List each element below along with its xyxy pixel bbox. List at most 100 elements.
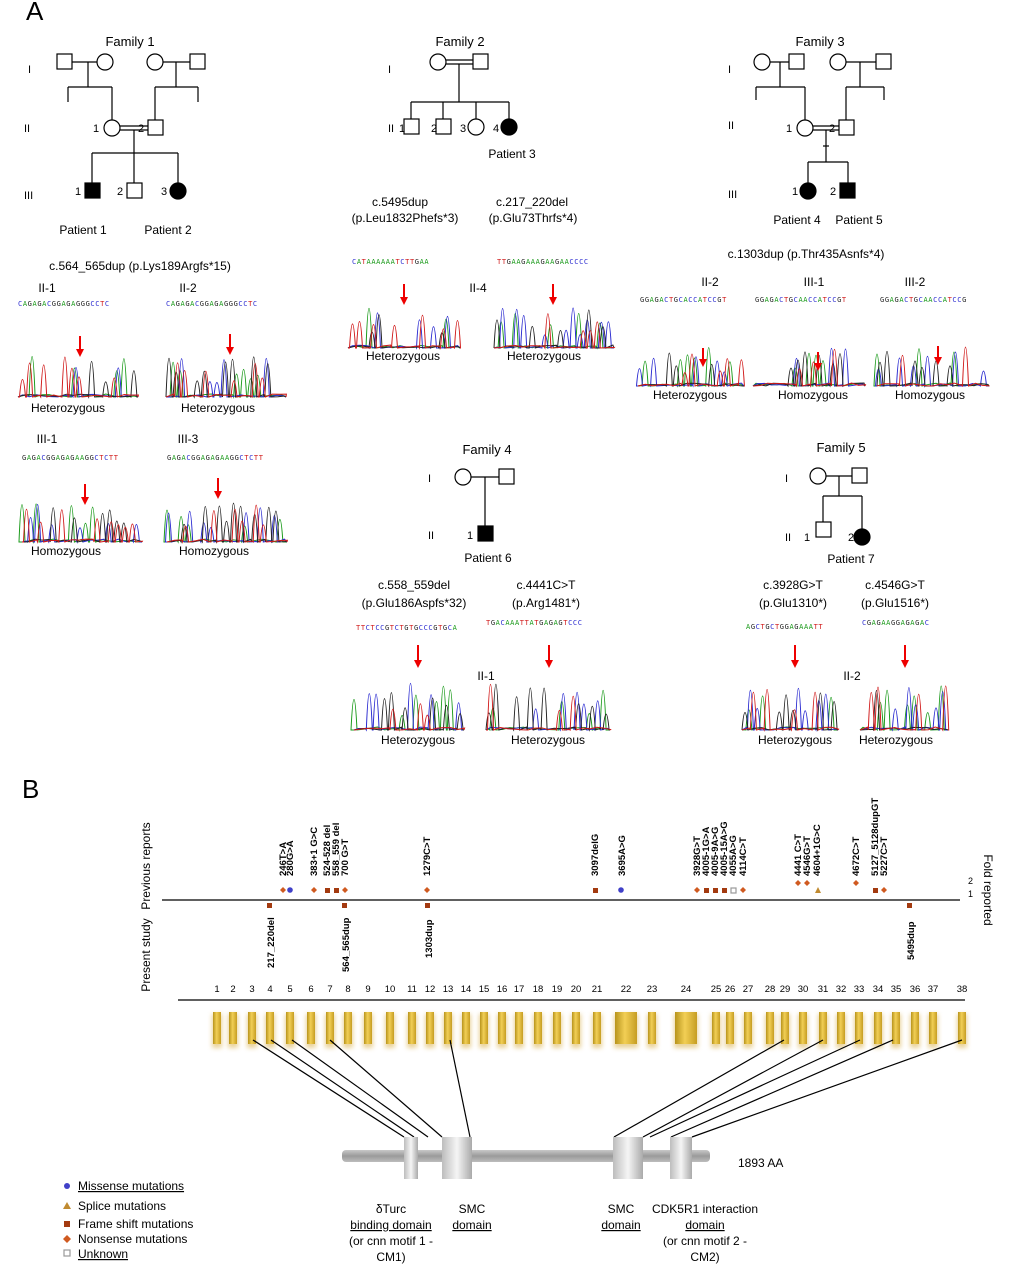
fold-reported-label: Fold reported: [981, 854, 995, 925]
chromatogram-trace: [21, 507, 143, 543]
svg-text:2: 2: [829, 123, 835, 135]
marker-m12: [713, 888, 718, 893]
svg-text:II: II: [728, 120, 734, 132]
exon-label: 14: [461, 984, 472, 995]
chromatogram-trace: [873, 348, 990, 387]
chromatogram-trace: [635, 356, 745, 388]
svg-text:3: 3: [161, 186, 167, 198]
exon-box: [248, 1012, 256, 1044]
marker-m19: [853, 880, 859, 886]
exon-box: [213, 1012, 221, 1044]
mutation-m8: 3097delG: [590, 834, 601, 876]
svg-text:II: II: [428, 530, 434, 542]
exon-label: 19: [552, 984, 563, 995]
patient-7-label: Patient 7: [827, 552, 875, 566]
svg-text:c.5495dup: c.5495dup: [372, 195, 428, 209]
legend-splice: Splice mutations: [78, 1199, 166, 1213]
svg-text:GAGACGGAGAGAAGGCTCTT: GAGACGGAGAGAAGGCTCTT: [167, 454, 264, 462]
mutation-m17: 4546G>T: [802, 836, 813, 876]
svg-text:III-3: III-3: [178, 432, 199, 446]
chromatogram-trace: [859, 685, 950, 732]
chromatogram-trace: [18, 356, 140, 399]
exon-label: 10: [385, 984, 396, 995]
gen-label-i: I: [28, 64, 31, 76]
chromatogram-trace: [752, 352, 866, 387]
svg-text:(p.Glu186Aspfs*32): (p.Glu186Aspfs*32): [362, 596, 467, 610]
f3-trace-iii2: III-2 GGAGACTGCAACCATCCG Homozygous: [873, 275, 990, 402]
svg-text:GAGACGGAGAGAAGGCTCTT: GAGACGGAGAGAAGGCTCTT: [22, 454, 119, 462]
svg-text:Family 3: Family 3: [795, 34, 844, 49]
previous-reports-label: Previous reports: [139, 822, 153, 909]
exon-box: [286, 1012, 294, 1044]
chromatogram-trace: [741, 689, 840, 732]
svg-text:I: I: [728, 64, 731, 76]
exon-label: 2: [230, 984, 235, 995]
svg-text:c.4441C>T: c.4441C>T: [516, 578, 576, 592]
svg-text:CAGAGACGGAGAGGGCCTC: CAGAGACGGAGAGGGCCTC: [166, 300, 258, 308]
svg-text:1: 1: [467, 530, 473, 542]
marker-m13: [722, 888, 727, 893]
mutation-m11: 4005-1G>A: [701, 826, 712, 876]
legend-unknown-icon: [63, 1249, 71, 1257]
exon-box: [326, 1012, 334, 1044]
svg-text:1: 1: [75, 186, 81, 198]
mutation-m5: 558_559 del: [331, 823, 342, 876]
legend-nonsense-icon: [63, 1235, 71, 1243]
chromatogram-trace: [347, 312, 461, 350]
mutation-m4: 524-528 del: [322, 825, 333, 876]
chromatogram: [485, 683, 612, 732]
chromatogram-trace: [752, 348, 867, 388]
exon-box: [781, 1012, 789, 1044]
svg-text:Homozygous: Homozygous: [778, 388, 848, 402]
exon-box: [874, 1012, 882, 1044]
exon-label: 31: [818, 984, 829, 995]
exon-label: 36: [910, 984, 921, 995]
family-4-pedigree: Family 4 I II 1 Patient 6 c.558_559del (…: [362, 442, 580, 683]
family-1-variant: c.564_565dup (p.Lys189Argfs*15): [49, 259, 231, 273]
svg-text:c.4546G>T: c.4546G>T: [865, 578, 925, 592]
exon-box: [364, 1012, 372, 1044]
chromatogram-trace: [741, 688, 839, 732]
family-3-pedigree: Family 3 I II 1 2 III 1 2 Patient 4: [728, 34, 892, 261]
svg-text:I: I: [785, 473, 788, 485]
f1-trace-iii1: III-1 GAGACGGAGAGAAGGCTCTT Homozygous: [18, 432, 144, 558]
svg-text:I: I: [388, 64, 391, 76]
exon-box: [911, 1012, 919, 1044]
chromatogram-trace: [493, 313, 615, 350]
chromatogram: [873, 346, 990, 388]
svg-text:GGAGACTGCAACCATCCGT: GGAGACTGCAACCATCCGT: [755, 296, 847, 304]
marker-p4: [907, 903, 912, 908]
svg-text:domain: domain: [601, 1218, 640, 1232]
exon-label: 23: [647, 984, 658, 995]
marker-m4: [325, 888, 330, 893]
svg-text:2: 2: [830, 186, 836, 198]
f1-trace-ii2: II-2 CAGAGACGGAGAGGGCCTC Heterozygous: [165, 281, 287, 415]
legend-splice-icon: [63, 1202, 71, 1209]
mutation-m14: 4055A>G: [728, 835, 739, 876]
exon-label: 21: [592, 984, 603, 995]
chromatogram-trace: [876, 346, 990, 387]
svg-text:III: III: [728, 189, 737, 201]
mutation-m19: 4672C>T: [851, 836, 862, 876]
chromatogram-trace: [166, 504, 289, 544]
protein-bar: [342, 1150, 710, 1162]
svg-text:1: 1: [399, 123, 405, 135]
svg-text:I: I: [428, 473, 431, 485]
previous-markers: [280, 880, 887, 894]
marker-m20: [873, 888, 878, 893]
present-mutations: 217_220del 564_565dup 1303dup 5495dup: [266, 903, 917, 972]
marker-m10: [694, 887, 700, 893]
svg-text:1: 1: [968, 889, 973, 899]
svg-text:1: 1: [786, 123, 792, 135]
svg-text:(p.Leu1832Phefs*3): (p.Leu1832Phefs*3): [352, 211, 459, 225]
chromatogram-trace: [493, 307, 614, 349]
svg-text:1: 1: [792, 186, 798, 198]
exon-box: [426, 1012, 434, 1044]
chromatogram-trace: [752, 348, 866, 388]
family-1-pedigree: Family 1 I II III 1 2 1 2: [24, 34, 231, 273]
chromatogram: [859, 685, 950, 732]
chromatogram: [18, 503, 144, 544]
exon-label: 16: [497, 984, 508, 995]
previous-mutations: 246T>A 280G>A 383+1 G>C 524-528 del 558_…: [278, 798, 890, 876]
